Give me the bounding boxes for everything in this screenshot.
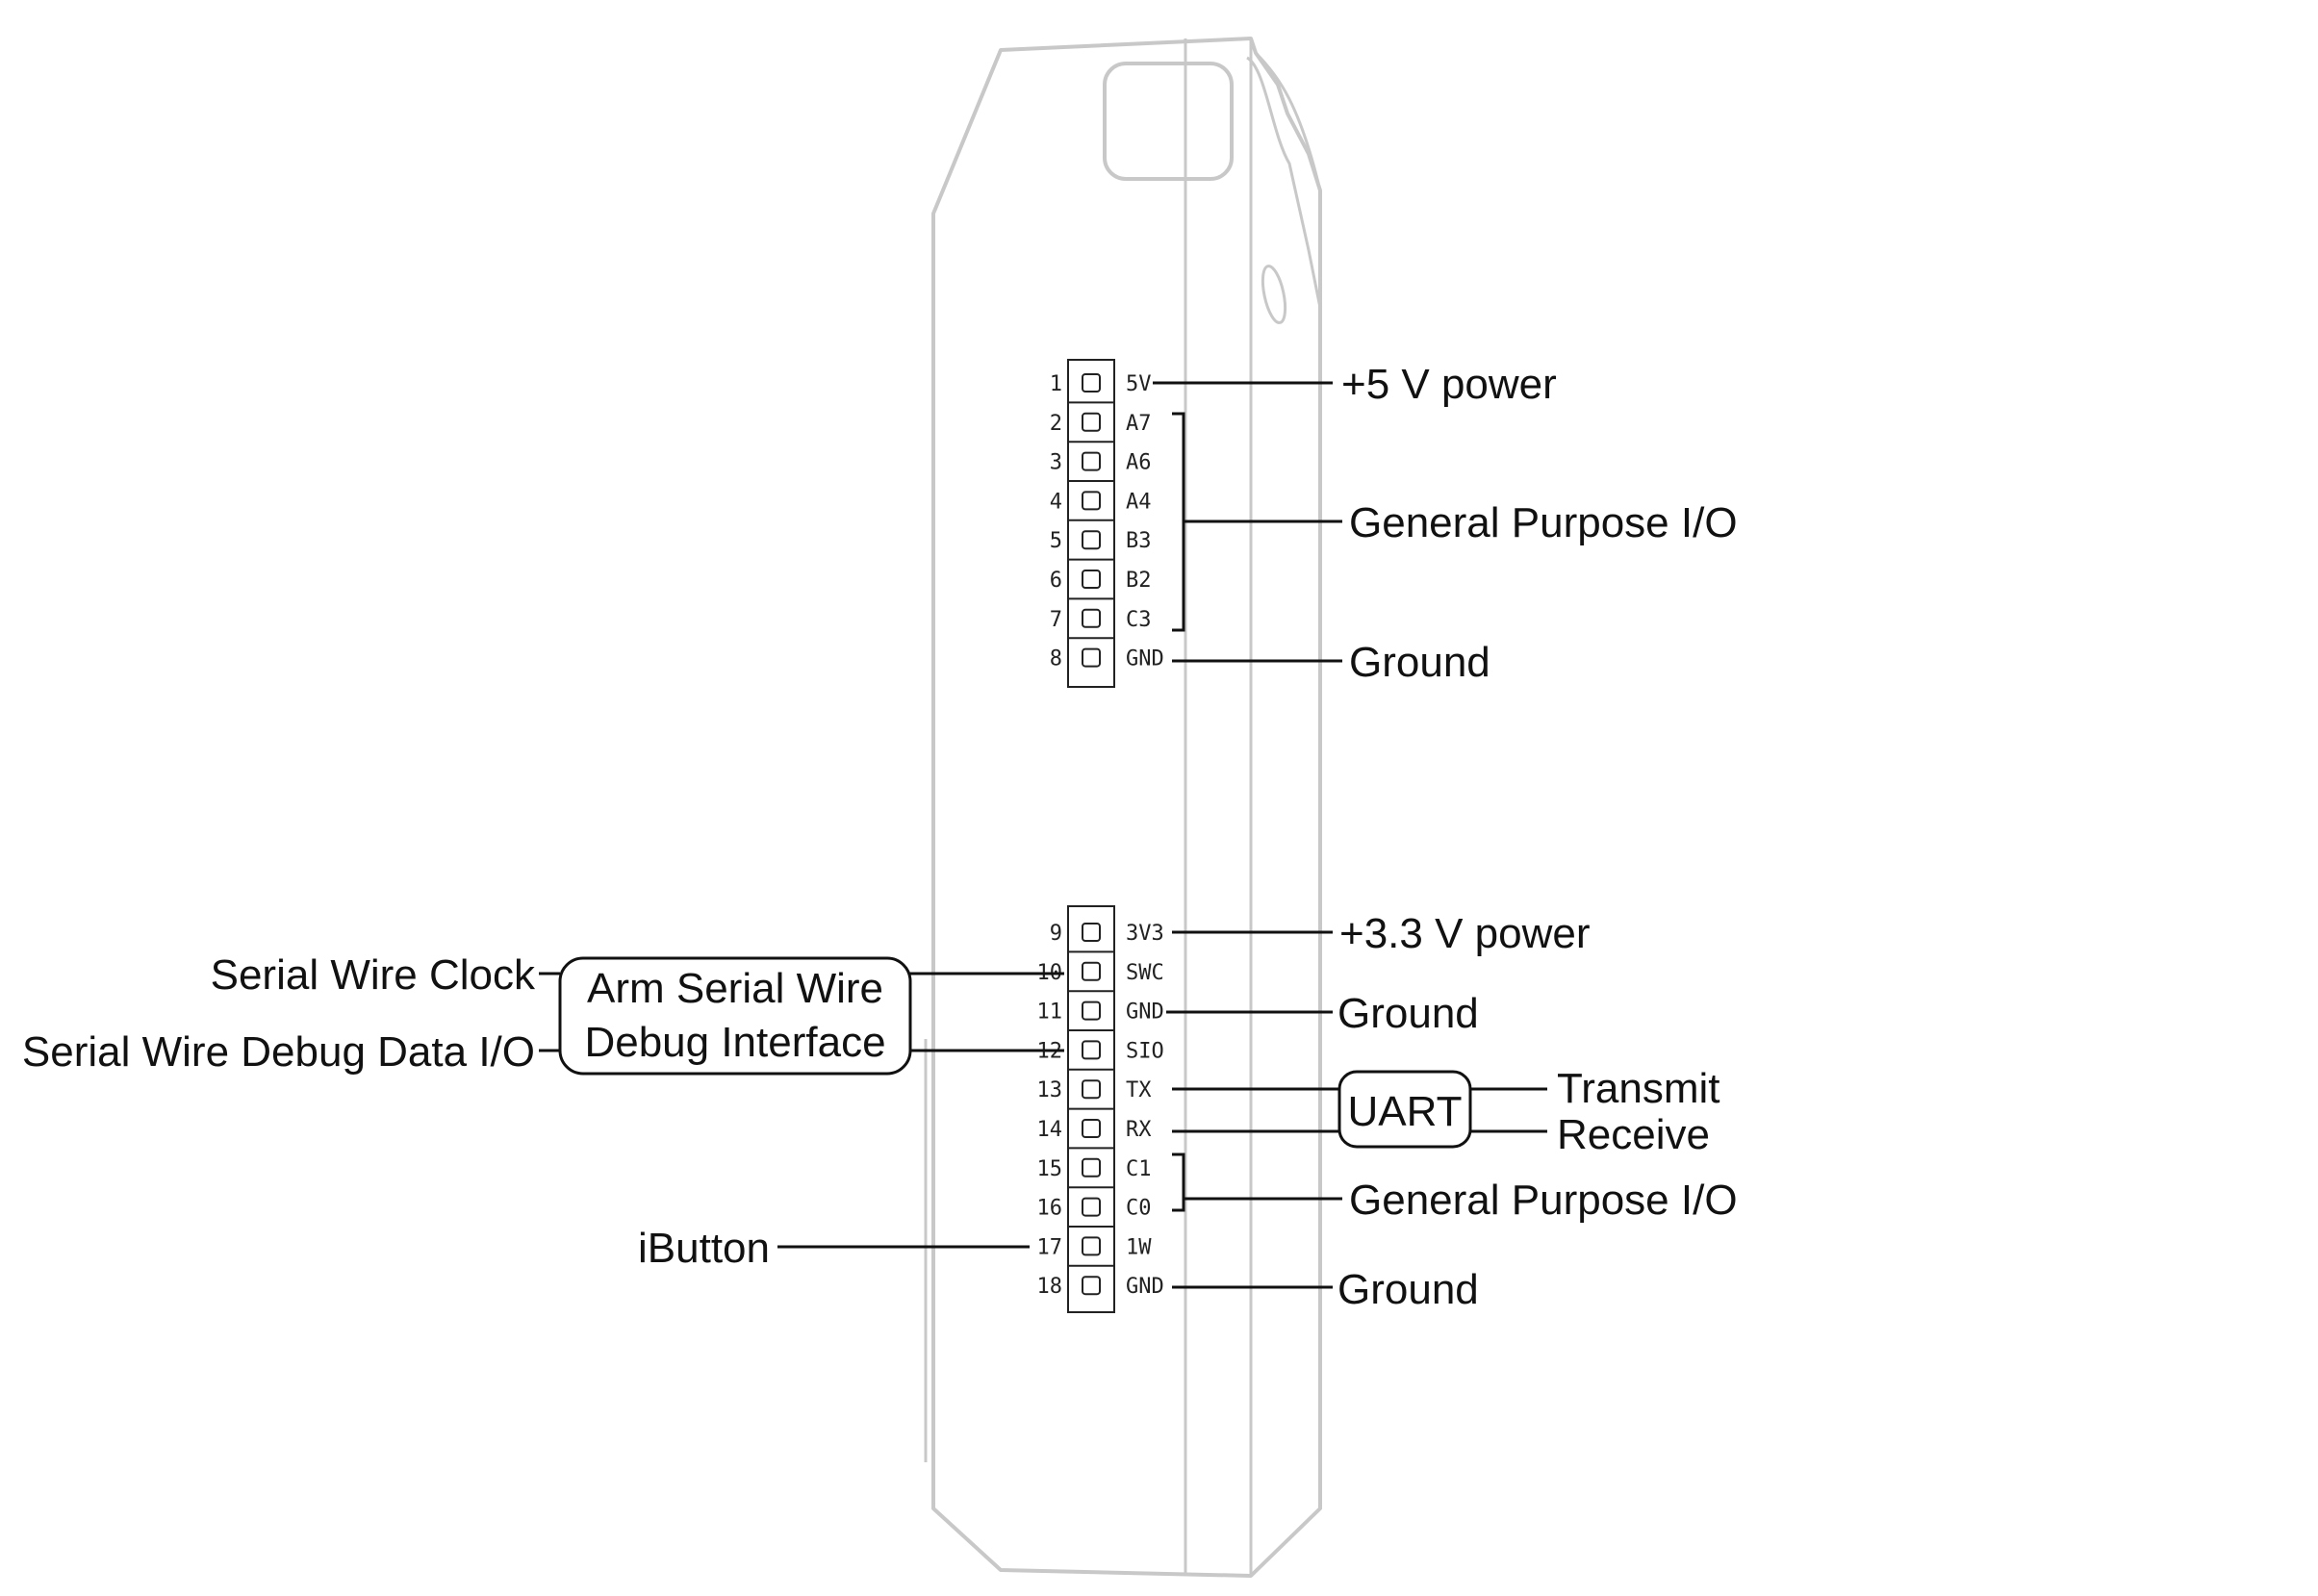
pin-name: A7 [1126,412,1152,436]
pin-name: SWC [1126,961,1164,985]
pin-pad [1082,608,1101,628]
label-gpio-bottom: General Purpose I/O [1349,1177,1738,1224]
label-uart: UART [1348,1088,1463,1135]
pin-pad [1082,1001,1101,1021]
label-swd-box-line1: Arm Serial Wire [587,965,883,1012]
pin-number: 5 [1050,529,1062,553]
pin-number: 16 [1037,1197,1063,1221]
pin-number: 1 [1050,372,1062,396]
pin-5: 5 B3 [1050,519,1152,553]
pin-number: 3 [1050,451,1062,475]
bracket-gpio-bottom [1172,1153,1185,1212]
pin-number: 4 [1050,490,1062,514]
pin-pad [1082,1119,1101,1138]
pin-name: B3 [1126,529,1152,553]
pin-number: 7 [1050,608,1062,632]
pin-pad [1082,373,1101,393]
pin-pad [1082,451,1101,471]
pin-8: 8 GND [1050,637,1164,671]
pin-pad [1082,1236,1101,1256]
pin-name: TX [1126,1078,1152,1102]
pin-pad [1082,1197,1101,1217]
label-3v3-power: +3.3 V power [1339,910,1591,957]
label-5v-power: +5 V power [1341,361,1557,408]
pin-pad [1082,923,1101,942]
pin-3: 3 A6 [1050,441,1152,475]
pin-13: 13 TX [1037,1068,1152,1102]
label-receive: Receive [1557,1111,1710,1158]
label-ground-mid: Ground [1337,990,1479,1037]
pin-pad [1082,1040,1101,1060]
label-gpio-top: General Purpose I/O [1349,499,1738,546]
pin-9: 9 3V3 [1050,922,1164,946]
pin-pad [1082,1276,1101,1296]
bracket-gpio-top [1172,412,1185,632]
pin-2: 2 A7 [1050,401,1152,436]
label-swd-data: Serial Wire Debug Data I/O [22,1028,535,1076]
pin-16: 16 C0 [1037,1186,1152,1221]
pin-name: B2 [1126,569,1152,593]
pin-name: A4 [1126,490,1152,514]
pin-number: 14 [1037,1118,1063,1142]
swd-interface-box [558,956,912,1076]
pin-1: 1 5V [1050,372,1152,396]
labels: +5 V power General Purpose I/O Ground +3… [22,361,1738,1313]
pin-number: 6 [1050,569,1062,593]
pin-11: 11 GND [1037,990,1164,1025]
pin-6: 6 B2 [1050,558,1152,593]
pin-pad [1082,1079,1101,1100]
pin-name: C3 [1126,608,1152,632]
label-swd-clock: Serial Wire Clock [211,951,536,999]
pin-name: C1 [1126,1157,1152,1181]
pin-number: 17 [1037,1235,1063,1259]
pin-number: 2 [1050,412,1062,436]
pin-pad [1082,1157,1101,1178]
pin-7: 7 C3 [1050,597,1152,632]
pin-pad [1082,491,1101,511]
pin-4: 4 A4 [1050,480,1152,514]
pin-name: C0 [1126,1197,1152,1221]
label-ground-top: Ground [1349,639,1490,686]
pin-number: 18 [1037,1275,1063,1299]
pin-pad [1082,570,1101,589]
pin-name: GND [1126,1275,1164,1299]
uart-box [1337,1070,1472,1149]
pin-pad [1082,412,1101,432]
leader-lines [539,381,1547,1289]
pin-name: SIO [1126,1039,1164,1063]
pin-number: 15 [1037,1157,1063,1181]
pin-pad [1082,961,1101,981]
label-transmit: Transmit [1557,1065,1720,1112]
pin-name: 5V [1126,372,1152,396]
pin-17: 17 1W [1037,1226,1152,1259]
pin-name: GND [1126,647,1164,671]
pin-pad [1082,530,1101,550]
pin-number: 8 [1050,647,1062,671]
pin-number: 9 [1050,922,1062,946]
pin-name: RX [1126,1118,1152,1142]
pin-name: 1W [1126,1235,1152,1259]
pin-name: A6 [1126,451,1152,475]
pin-number: 13 [1037,1078,1063,1102]
pin-number: 11 [1037,1001,1063,1025]
pin-18: 18 GND [1037,1264,1164,1299]
pin-name: 3V3 [1126,922,1164,946]
device-outline [924,37,1322,1578]
label-ground-bottom: Ground [1337,1266,1479,1313]
label-ibutton: iButton [638,1225,770,1272]
label-swd-box-line2: Debug Interface [584,1019,885,1066]
pin-name: GND [1126,1001,1164,1025]
pin-pad [1082,647,1101,668]
pin-14: 14 RX [1037,1107,1152,1142]
pin-15: 15 C1 [1037,1147,1152,1181]
